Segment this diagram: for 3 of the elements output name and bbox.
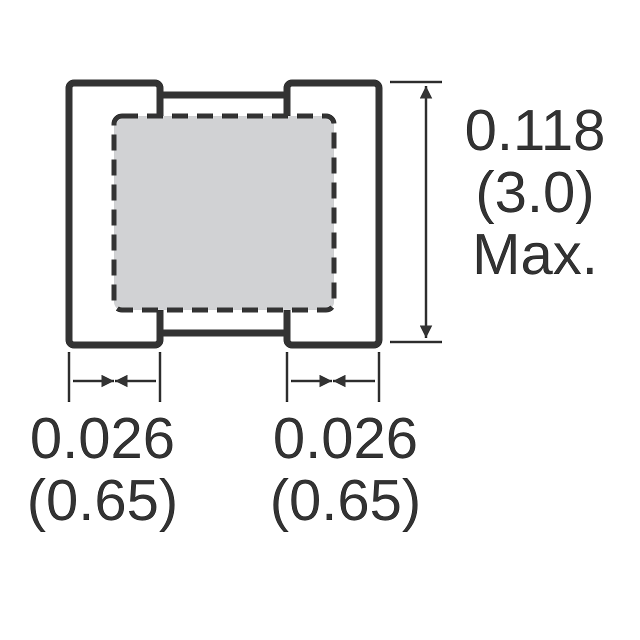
dimension-label: 0.118 (3.0) Max.: [464, 100, 606, 286]
dimension-label: 0.026 (0.65): [26, 408, 180, 532]
dimension-label: 0.026 (0.65): [268, 408, 422, 532]
